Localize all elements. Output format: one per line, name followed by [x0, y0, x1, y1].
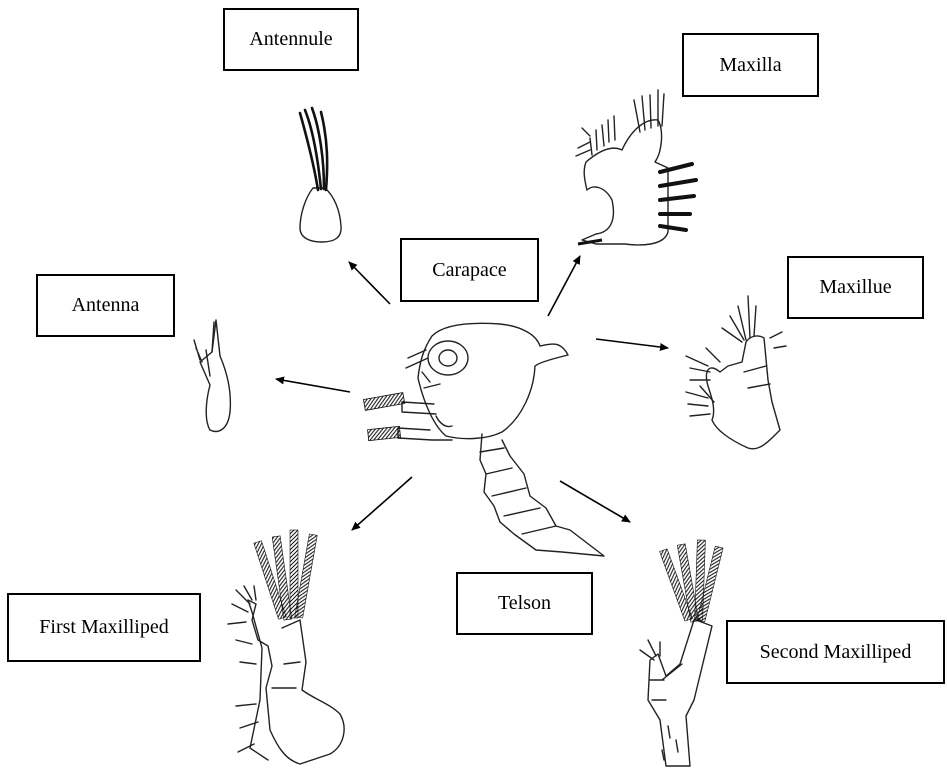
label-carapace-text: Carapace	[432, 259, 506, 282]
second-maxilliped-drawing	[640, 540, 723, 766]
label-telson: Telson	[456, 572, 593, 635]
larva-body-drawing	[363, 323, 604, 556]
label-antenna: Antenna	[36, 274, 175, 337]
label-maxillue: Maxillue	[787, 256, 924, 319]
maxillue-drawing	[686, 296, 786, 449]
arrow-to-first-maxilliped	[352, 477, 412, 530]
label-antennule-text: Antennule	[249, 28, 332, 51]
first-maxilliped-drawing	[228, 530, 344, 764]
label-maxilla-text: Maxilla	[719, 54, 781, 77]
label-second-maxilliped: Second Maxilliped	[726, 620, 945, 684]
label-carapace: Carapace	[400, 238, 539, 302]
label-maxillue-text: Maxillue	[819, 276, 891, 299]
antennule-drawing	[300, 108, 341, 242]
first-maxilliped-setae	[254, 530, 317, 620]
label-maxilla: Maxilla	[682, 33, 819, 97]
maxilla-drawing	[576, 90, 696, 245]
label-antennule: Antennule	[223, 8, 359, 71]
label-first-maxilliped-text: First Maxilliped	[39, 616, 168, 639]
second-maxilliped-setae	[660, 540, 723, 622]
arrow-to-second-maxilliped	[560, 481, 630, 522]
arrow-to-maxillue	[596, 339, 668, 348]
arrow-to-antenna	[276, 379, 350, 392]
arrow-to-maxilla	[548, 256, 580, 316]
label-antenna-text: Antenna	[72, 294, 140, 317]
antenna-drawing	[194, 320, 230, 431]
label-first-maxilliped: First Maxilliped	[7, 593, 201, 662]
label-telson-text: Telson	[498, 592, 551, 615]
arrow-to-antennule	[349, 262, 390, 304]
label-second-maxilliped-text: Second Maxilliped	[760, 641, 912, 664]
